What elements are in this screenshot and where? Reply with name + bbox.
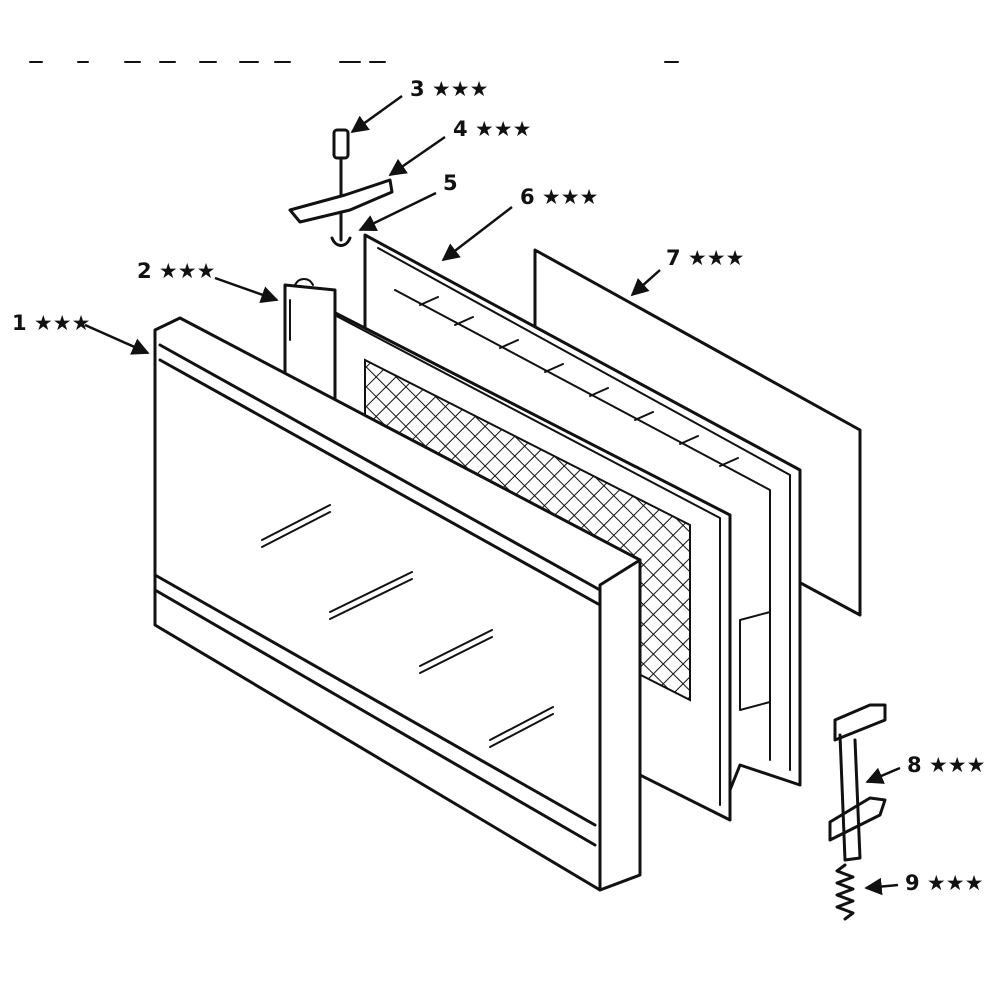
arrow-6 (441, 206, 513, 262)
callout-8: 8 ★★★ (907, 753, 985, 777)
arrow-2 (214, 276, 279, 303)
callout-5: 5 (443, 171, 458, 195)
arrow-9 (864, 877, 899, 896)
arrow-8 (865, 766, 901, 784)
part-5-clip (330, 236, 352, 247)
callout-7: 7 ★★★ (666, 246, 744, 270)
callouts: 1 ★★★ 2 ★★★ 3 ★★★ 4 ★★★ 5 6 ★★★ 7 ★★★ 8 … (12, 77, 985, 895)
callout-1: 1 ★★★ (12, 311, 90, 335)
callout-3: 3 ★★★ (410, 77, 488, 101)
arrow-1 (84, 323, 150, 355)
arrow-3 (350, 94, 403, 134)
callout-6: 6 ★★★ (520, 185, 598, 209)
leader-arrows (84, 94, 901, 896)
part-9-spring (835, 863, 855, 921)
part-8-latch (828, 703, 887, 862)
arrow-5 (358, 191, 437, 232)
part-1-front-door (153, 316, 642, 892)
arrow-4 (388, 135, 446, 177)
callout-4: 4 ★★★ (453, 117, 531, 141)
part-4-bracket (288, 178, 394, 224)
callout-9: 9 ★★★ (905, 871, 983, 895)
part-3-screw (332, 128, 350, 242)
arrow-7 (630, 269, 661, 297)
callout-2: 2 ★★★ (137, 259, 215, 283)
